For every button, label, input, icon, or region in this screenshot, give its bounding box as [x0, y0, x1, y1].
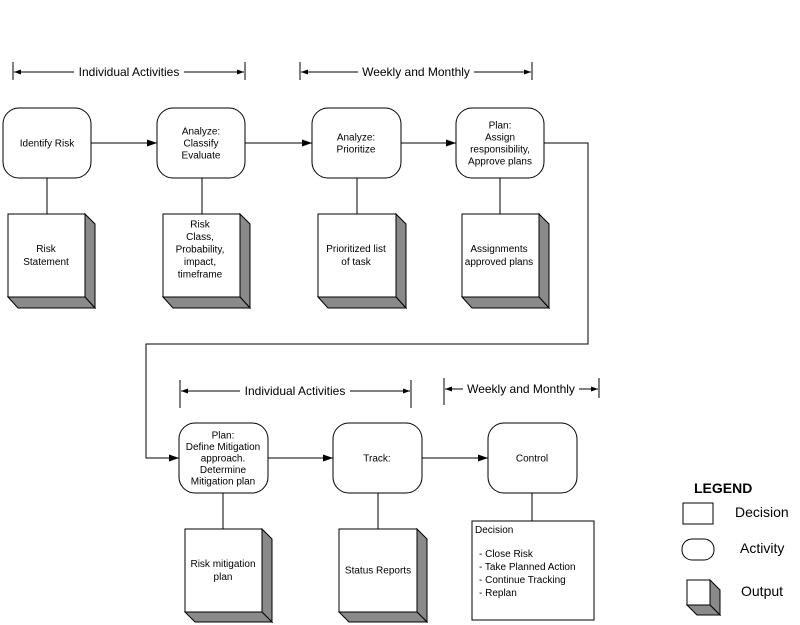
activity-track: Track: [332, 422, 423, 494]
flow-arrow-wrap [145, 142, 589, 462]
node-label-line: Risk [36, 244, 56, 255]
node-label-line: Assign [485, 133, 515, 144]
node-label: Prioritized list of task [326, 244, 386, 268]
legend-decision-symbol [682, 502, 714, 525]
node-label-line: Probability, [176, 245, 225, 256]
node-label-line: Prioritized list [326, 244, 386, 255]
span-label: Individual Activities [245, 384, 346, 398]
node-label-line: Status Reports [345, 566, 411, 577]
node-label-line: Risk [190, 220, 210, 231]
node-label: Track: [363, 454, 390, 465]
node-label: Status Reports [345, 566, 411, 577]
legend: LEGEND Decision Activity Output [681, 480, 789, 617]
output-risk-mitigation-plan: Risk mitigation plan [183, 527, 274, 624]
legend-activity-symbol [681, 538, 715, 561]
span-bottom-right: Weekly and Monthly [443, 378, 600, 405]
node-label-line: Mitigation plan [191, 477, 255, 488]
node-label-line: approach. [201, 454, 245, 465]
node-label-line: Risk mitigation [190, 559, 255, 570]
node-label-line: Define Mitigation [186, 442, 260, 453]
activity-analyze-prioritize: Analyze:Prioritize [311, 107, 402, 179]
node-label: Analyze:Prioritize [337, 133, 376, 156]
node-label-line: timeframe [178, 270, 223, 281]
decision-item: - Close Risk [479, 549, 534, 560]
node-label: Identify Risk [20, 139, 75, 150]
activity-identify-risk: Identify Risk [2, 107, 92, 179]
span-label: Weekly and Monthly [362, 65, 470, 79]
decision-box: Decision - Close Risk - Take Planned Act… [471, 520, 595, 621]
legend-output-label: Output [741, 583, 783, 599]
node-label-line: responsibility, [470, 145, 530, 156]
node-label-line: Prioritize [337, 145, 376, 156]
node-label-line: Class, [186, 232, 214, 243]
decision-title: Decision [475, 525, 513, 536]
node-label-line: Identify Risk [20, 139, 75, 150]
node-label-line: Analyze: [337, 133, 375, 144]
legend-output-symbol [685, 578, 722, 617]
node-label-line: Determine [200, 465, 247, 476]
output-prioritized-list: Prioritized list of task [316, 212, 408, 310]
node-label: Risk mitigation plan [190, 559, 255, 583]
output-status-reports: Status Reports [337, 527, 429, 624]
span-label: Weekly and Monthly [467, 382, 575, 396]
span-top-right: Weekly and Monthly [299, 62, 533, 80]
node-label: Assignments approved plans [465, 244, 533, 268]
flow-arrows [91, 139, 589, 462]
decision-item: - Take Planned Action [479, 562, 576, 573]
decision-item: - Replan [479, 588, 517, 599]
node-label-line: Assignments [470, 244, 527, 255]
span-bottom-left: Individual Activities [179, 380, 412, 408]
legend-decision-label: Decision [735, 504, 789, 520]
node-label-line: Analyze: [182, 127, 220, 138]
node-label-line: impact, [184, 257, 216, 268]
span-label: Individual Activities [79, 65, 180, 79]
node-label-line: Statement [23, 257, 69, 268]
node-label-line: of task [341, 257, 371, 268]
legend-activity-label: Activity [740, 540, 784, 556]
output-assignments: Assignments approved plans [460, 212, 551, 310]
node-label: Control [516, 454, 548, 465]
node-label-line: Approve plans [468, 157, 532, 168]
node-label-line: Plan: [212, 431, 235, 442]
node-label-line: Plan: [489, 121, 512, 132]
node-label-line: Classify [183, 139, 218, 150]
output-connectors [46, 178, 533, 529]
legend-title: LEGEND [694, 480, 752, 496]
node-label-line: Evaluate [182, 151, 221, 162]
activity-control: Control [487, 422, 578, 494]
node-label-line: Track: [363, 454, 390, 465]
decision-item: - Continue Tracking [479, 575, 566, 586]
node-label-line: plan [214, 572, 233, 583]
node-label-line: Control [516, 454, 548, 465]
span-top-left: Individual Activities [12, 62, 246, 80]
node-label-line: approved plans [465, 257, 533, 268]
